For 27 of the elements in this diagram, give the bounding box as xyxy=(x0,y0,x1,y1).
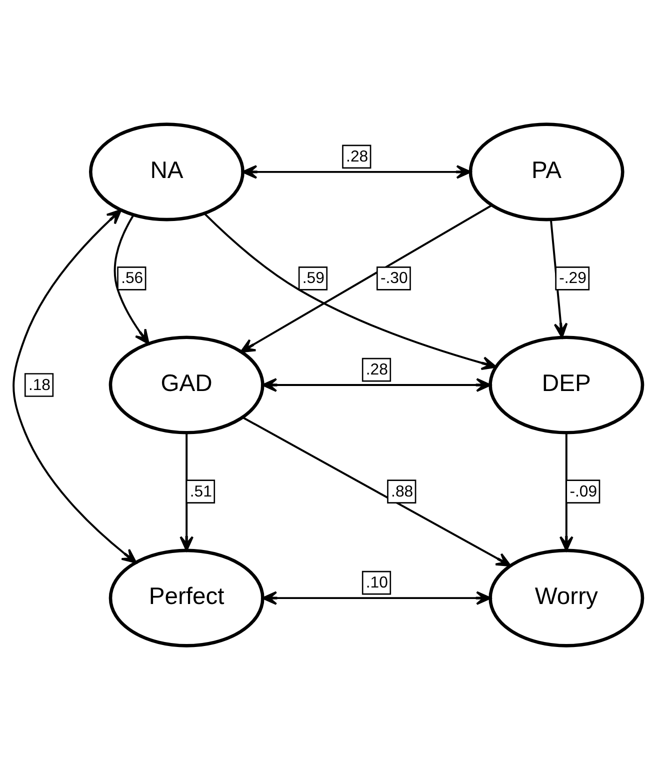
node-ellipse: NA xyxy=(89,122,244,222)
arrow xyxy=(12,209,137,564)
arrow xyxy=(114,214,150,344)
edge-label: .51 xyxy=(190,483,212,500)
node-ellipse: GAD xyxy=(108,336,264,434)
arrow xyxy=(242,416,512,567)
edge-label: -.29 xyxy=(559,270,586,288)
arrow xyxy=(240,204,492,353)
edge-label: .10 xyxy=(366,574,388,592)
arrow xyxy=(559,433,574,552)
arrow xyxy=(550,220,568,338)
edge-label: .28 xyxy=(346,148,368,166)
edge-label: -.30 xyxy=(380,270,408,288)
arrow xyxy=(180,433,194,552)
edge-label: .59 xyxy=(302,270,324,288)
edge-label: -.09 xyxy=(570,483,598,500)
arrow xyxy=(242,164,472,179)
node-ellipse: PA xyxy=(468,122,624,222)
edge-label: .56 xyxy=(121,270,144,288)
arrow xyxy=(262,591,492,606)
arrow xyxy=(262,378,492,392)
edge-label: .28 xyxy=(366,362,388,379)
node-ellipse: Worry xyxy=(488,548,644,648)
edge-label: .88 xyxy=(391,483,414,500)
edge-label: .18 xyxy=(28,376,51,394)
arrow xyxy=(204,213,497,370)
node-ellipse: DEP xyxy=(488,336,644,434)
